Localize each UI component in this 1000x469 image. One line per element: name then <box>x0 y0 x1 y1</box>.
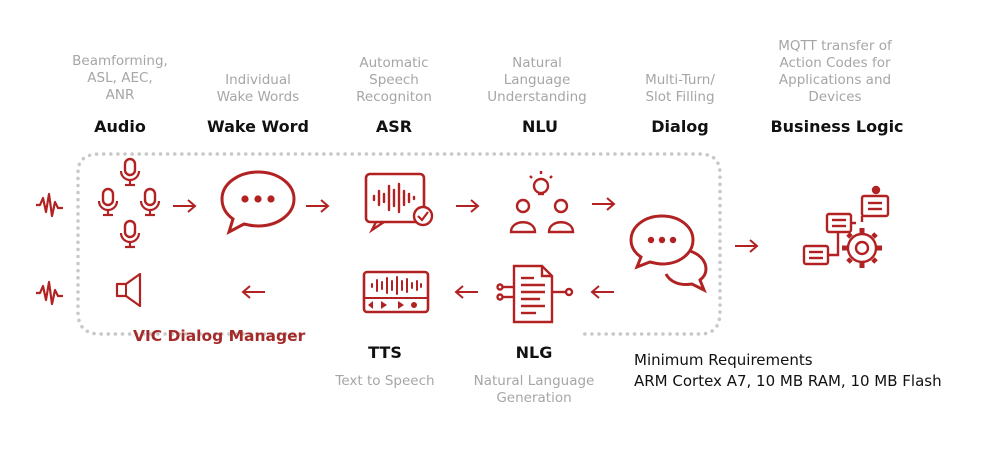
voice-recognition-icon <box>364 172 434 234</box>
waveform-icon <box>36 280 63 306</box>
business-gears-icon <box>802 185 890 268</box>
flow-arrow <box>455 199 479 213</box>
nlu-description: Natural Language Understanding <box>487 55 587 105</box>
nlu-title: NLU <box>521 117 558 136</box>
audio-title: Audio <box>94 117 146 136</box>
nlg-description: Natural Language Generation <box>473 373 595 406</box>
microphone-array-icon <box>97 157 161 249</box>
requirements-spec: ARM Cortex A7, 10 MB RAM, 10 MB Flash <box>634 372 942 390</box>
dialog-bubbles-icon <box>629 214 708 294</box>
wake-word-description: Individual Wake Words <box>216 72 300 105</box>
flow-arrow <box>591 285 615 299</box>
nlg-title: NLG <box>515 343 553 362</box>
requirements-title: Minimum Requirements <box>634 351 813 369</box>
speaker-icon <box>115 272 142 308</box>
flow-arrow <box>591 197 615 211</box>
dialog-manager-label: VIC Dialog Manager <box>133 327 306 345</box>
flow-arrow <box>455 285 479 299</box>
tts-description: Text to Speech <box>335 373 435 389</box>
dialog-title: Dialog <box>651 117 709 136</box>
asr-description: Automatic Speech Recogniton <box>356 55 432 105</box>
chat-bubble-icon <box>220 170 296 236</box>
asr-title: ASR <box>375 117 413 136</box>
wake-word-title: Wake Word <box>207 117 309 136</box>
audio-description: Beamforming, ASL, AEC, ANR <box>72 53 168 103</box>
waveform-icon <box>36 192 63 218</box>
business-logic-title: Business Logic <box>770 117 904 136</box>
people-idea-icon <box>509 171 575 234</box>
flow-arrow <box>242 285 266 299</box>
tts-title: TTS <box>368 343 402 362</box>
audio-player-icon <box>362 270 430 314</box>
flow-arrow <box>172 199 196 213</box>
flow-arrow <box>305 199 329 213</box>
document-generation-icon <box>496 264 574 324</box>
dialog-description: Multi-Turn/ Slot Filling <box>645 72 715 105</box>
business-logic-description: MQTT transfer of Action Codes for Applic… <box>778 38 892 105</box>
flow-arrow <box>734 239 758 253</box>
